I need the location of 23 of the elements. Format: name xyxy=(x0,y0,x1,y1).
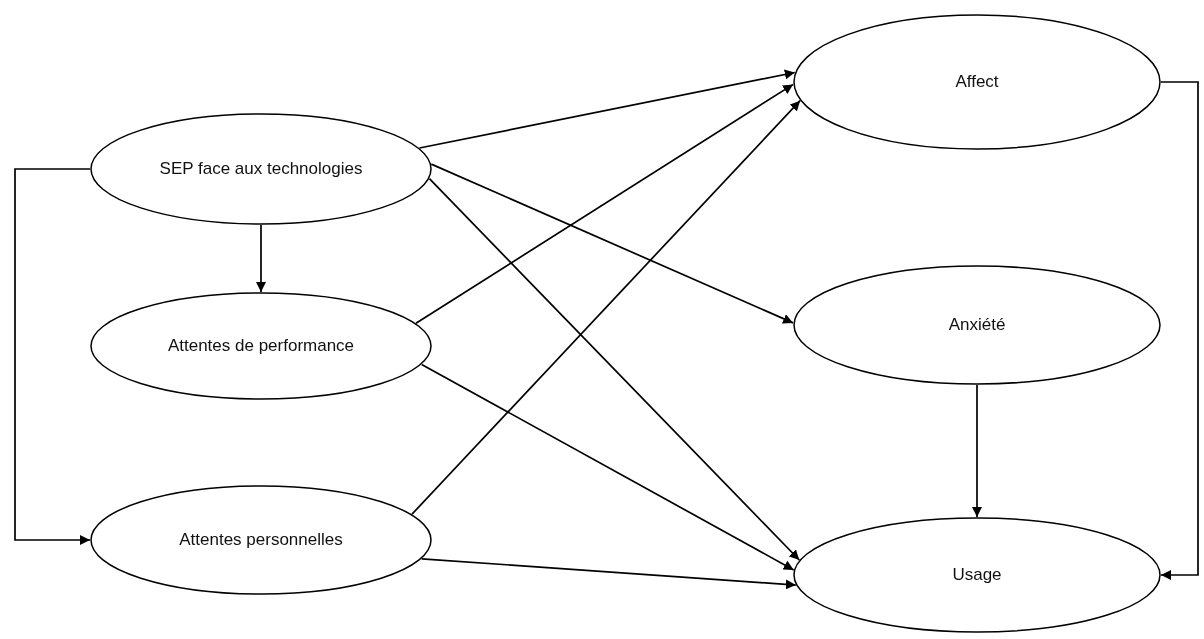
ellipse-node xyxy=(90,292,432,400)
ellipse-node xyxy=(793,517,1161,633)
ellipse-node xyxy=(90,485,432,595)
arrow xyxy=(430,163,794,324)
arrow xyxy=(418,69,796,149)
node-label: Usage xyxy=(952,563,1002,586)
ellipse-node xyxy=(90,113,432,225)
arrow xyxy=(14,168,91,545)
node-label: Affect xyxy=(955,70,999,93)
arrow xyxy=(411,99,801,516)
node-label: Attentes de performance xyxy=(167,334,355,357)
arrow xyxy=(972,384,982,518)
arrow xyxy=(1160,81,1199,580)
arrow xyxy=(415,83,794,325)
arrow xyxy=(420,363,795,571)
node-label: Attentes personnelles xyxy=(179,528,343,551)
arrow xyxy=(420,557,797,590)
arrow xyxy=(256,224,266,293)
node-label: Anxiété xyxy=(948,313,1006,336)
ellipse-node xyxy=(793,14,1161,150)
ellipse-node xyxy=(793,265,1161,385)
node-label: SEP face aux technologies xyxy=(159,157,363,180)
arrow xyxy=(428,177,801,561)
